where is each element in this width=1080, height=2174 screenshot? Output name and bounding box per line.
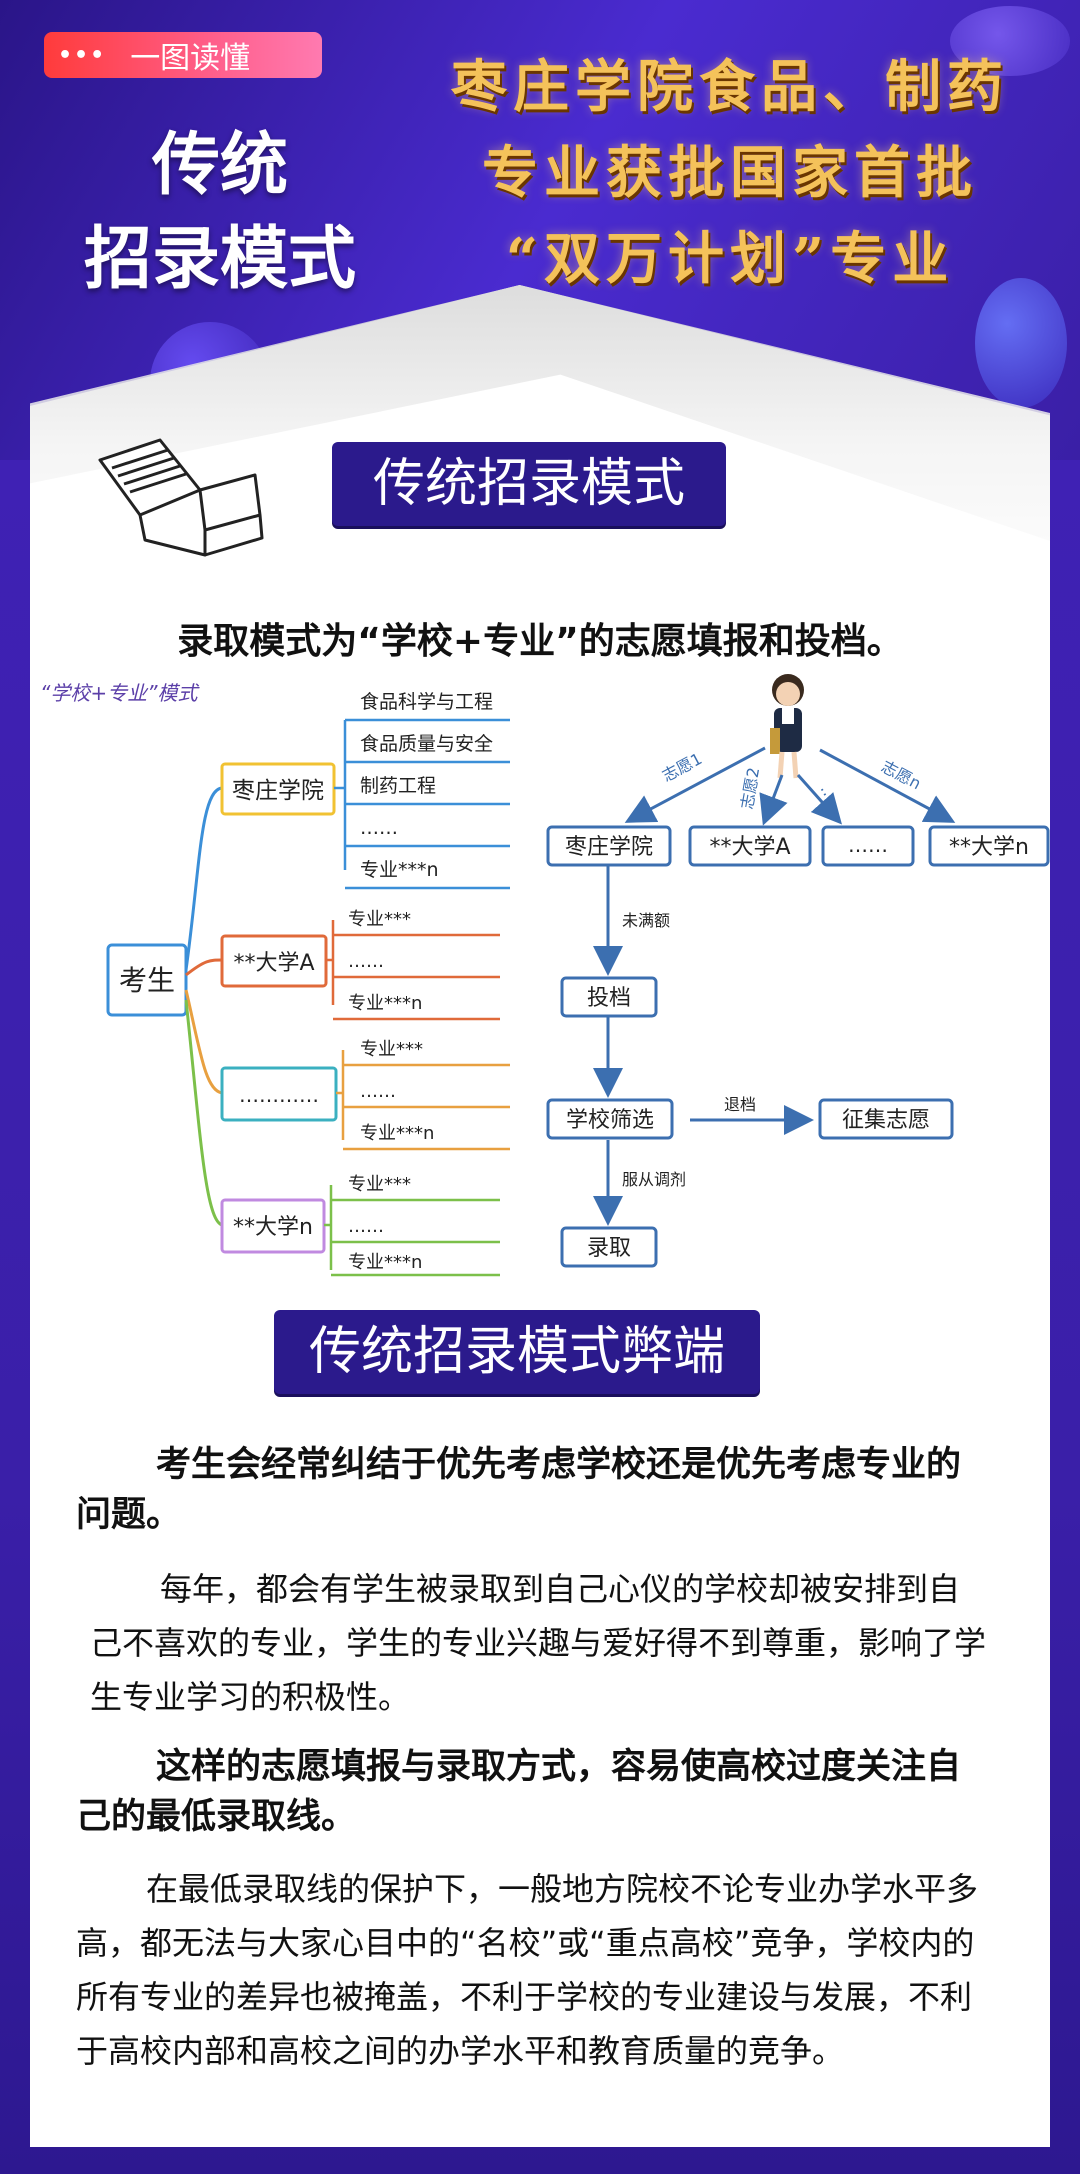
school4-major-3: 专业***n	[348, 1252, 422, 1273]
flow-box-2: **大学A	[709, 835, 790, 860]
flow-box-3-frame	[821, 825, 915, 867]
flow-box-2-frame	[688, 825, 812, 867]
main-title-line2: 招录模式	[83, 219, 356, 299]
zhengji-box: 征集志愿	[842, 1108, 930, 1133]
school2-major-2: ……	[348, 951, 384, 972]
root-node-box	[106, 943, 188, 1017]
flow-box-4-frame	[928, 825, 1050, 867]
school2-major-1: 专业***	[348, 909, 411, 930]
flow-arrow-4	[819, 748, 956, 823]
content-paper	[30, 285, 1050, 2147]
main-title-line1: 传统	[151, 125, 288, 205]
connector-school1	[184, 786, 223, 971]
connector-school3	[184, 989, 223, 1095]
zhengji-box-frame	[818, 1098, 954, 1140]
mindmap-label: “学校+专业”模式	[40, 681, 200, 705]
school4-name: **大学n	[233, 1215, 313, 1240]
toudang-box: 投档	[587, 986, 631, 1011]
flow-box-3: ……	[848, 833, 888, 857]
main-title: 传统 招录模式	[70, 118, 370, 306]
edge-unfilled-label: 未满额	[622, 911, 670, 930]
edge-return-label: 退档	[724, 1095, 756, 1114]
section-intro: 录取模式为“学校+专业”的志愿填报和投档。	[177, 621, 903, 662]
admission-diagram: “学校+专业”模式 考生 枣庄学院 食品科学与工程 食品质量与安全 制药工程 ……	[40, 674, 1050, 1277]
drawback-heading-1: 考生会经常纠结于优先考虑学校还是优先考虑专业的问题。	[76, 1445, 962, 1535]
flow-box-4: **大学n	[949, 835, 1029, 860]
headline: 枣庄学院食品、制药 专业获批国家首批 “双万计划”专业	[410, 44, 1050, 302]
open-book-icon	[98, 438, 264, 557]
school3-major-2: ……	[360, 1081, 396, 1102]
school3-major-1: 专业***	[360, 1039, 423, 1060]
headline-line2: 专业获批国家首批	[482, 140, 978, 206]
drawback-body-2: 在最低录取线的保护下，一般地方院校不论专业办学水平多高，都无法与大家心目中的“名…	[76, 1870, 979, 2070]
flow-arrow-2	[759, 774, 788, 826]
category-tag: ••• 一图读懂	[44, 32, 322, 78]
school1-major-5: 专业***n	[360, 859, 439, 881]
flow-arrow-1	[624, 746, 766, 823]
drawback-heading-2: 这样的志愿填报与录取方式，容易使高校过度关注自己的最低录取线。	[76, 1747, 962, 1837]
more-dots-icon: •••	[58, 42, 107, 68]
admit-box-frame	[560, 1226, 658, 1268]
decor-bubble	[950, 6, 1070, 76]
headline-line1: 枣庄学院食品、制药	[451, 54, 1009, 120]
flow-box-1: 枣庄学院	[565, 835, 653, 860]
connector-school2	[185, 958, 223, 977]
root-node: 考生	[119, 964, 175, 997]
student-icon	[770, 674, 804, 779]
school2-major-3: 专业***n	[348, 993, 422, 1014]
flow-arrow-2-label: 志愿2	[737, 766, 763, 811]
screening-box-frame	[546, 1098, 674, 1140]
school4-major-2: ……	[348, 1216, 384, 1237]
flow-arrow-3	[796, 774, 842, 825]
school1-major-2: 食品质量与安全	[360, 733, 493, 755]
toudang-box-frame	[560, 976, 658, 1018]
admit-box: 录取	[587, 1236, 631, 1261]
flow-arrow-1-label: 志愿1	[659, 749, 705, 786]
screening-box: 学校筛选	[566, 1108, 654, 1133]
decor-bubble	[975, 278, 1067, 408]
edge-obey-label: 服从调剂	[622, 1170, 686, 1189]
drawback-body-1: 每年，都会有学生被录取到自己心仪的学校却被安排到自己不喜欢的专业，学生的专业兴趣…	[90, 1570, 987, 1716]
school1-major-1: 食品科学与工程	[360, 691, 493, 713]
school3-major-3: 专业***n	[360, 1123, 434, 1144]
section-banner-drawbacks: 传统招录模式弊端	[274, 1310, 760, 1394]
category-tag-label: 一图读懂	[130, 41, 251, 76]
school2-name: **大学A	[233, 951, 314, 976]
school3-name: …………	[239, 1083, 319, 1107]
section-banner-traditional: 传统招录模式	[332, 442, 726, 526]
school1-major-3: 制药工程	[360, 775, 436, 797]
connector-school4	[184, 999, 223, 1227]
school4-major-1: 专业***	[348, 1174, 411, 1195]
school1-major-4: ……	[360, 817, 398, 839]
school1-name: 枣庄学院	[232, 778, 324, 804]
headline-line3: “双万计划”专业	[505, 226, 955, 292]
school1-bracket	[334, 720, 347, 870]
flow-arrow-4-label: 志愿n	[878, 757, 924, 794]
